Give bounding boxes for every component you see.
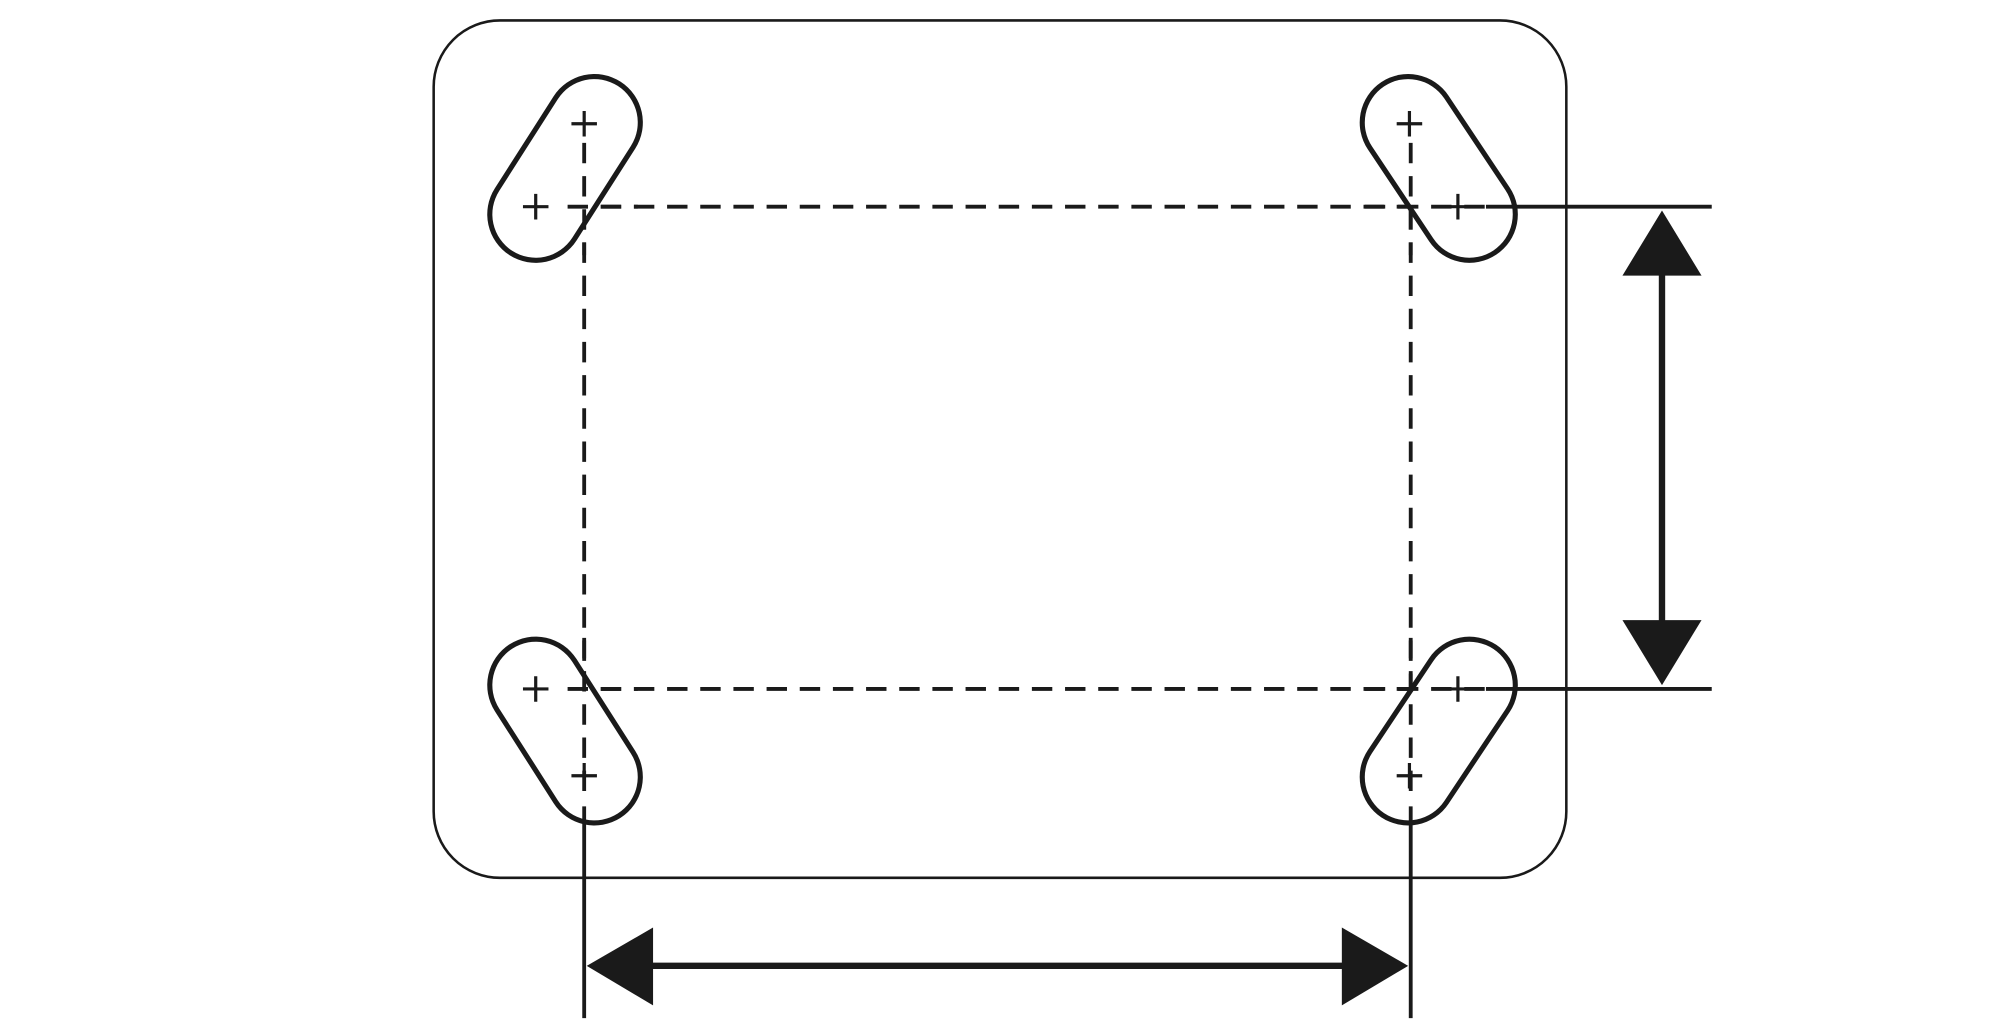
dashed-overlay: [567, 142, 1486, 804]
vertical-dimension: [1622, 210, 1702, 686]
slots: [487, 74, 1518, 826]
slot-bottom-left: [487, 636, 643, 826]
extension-lines: [582, 204, 1712, 1019]
crosshair-icon: [1445, 676, 1471, 702]
crosshair-icon: [1396, 762, 1423, 789]
crosshair-icon: [1445, 193, 1471, 220]
crosshair-icon: [571, 111, 597, 137]
slot-top-left: [487, 74, 643, 263]
slot-top-right: [1359, 74, 1518, 263]
arrow-right-icon: [1341, 927, 1409, 1006]
dashed-bolt-pattern: [567, 142, 1486, 804]
arrow-up-icon: [1622, 210, 1702, 276]
arrow-down-icon: [1622, 620, 1702, 686]
arrow-left-icon: [586, 927, 654, 1006]
crosshair-icon: [571, 762, 597, 789]
horizontal-dimension: [586, 927, 1409, 1006]
plate-outline: [432, 19, 1568, 880]
crosshair-icon: [522, 676, 549, 702]
crosshair-icon: [1396, 111, 1423, 137]
crosshair-icon: [522, 193, 549, 220]
slot-bottom-right: [1359, 636, 1518, 826]
hole-center-marks: [522, 111, 1471, 789]
